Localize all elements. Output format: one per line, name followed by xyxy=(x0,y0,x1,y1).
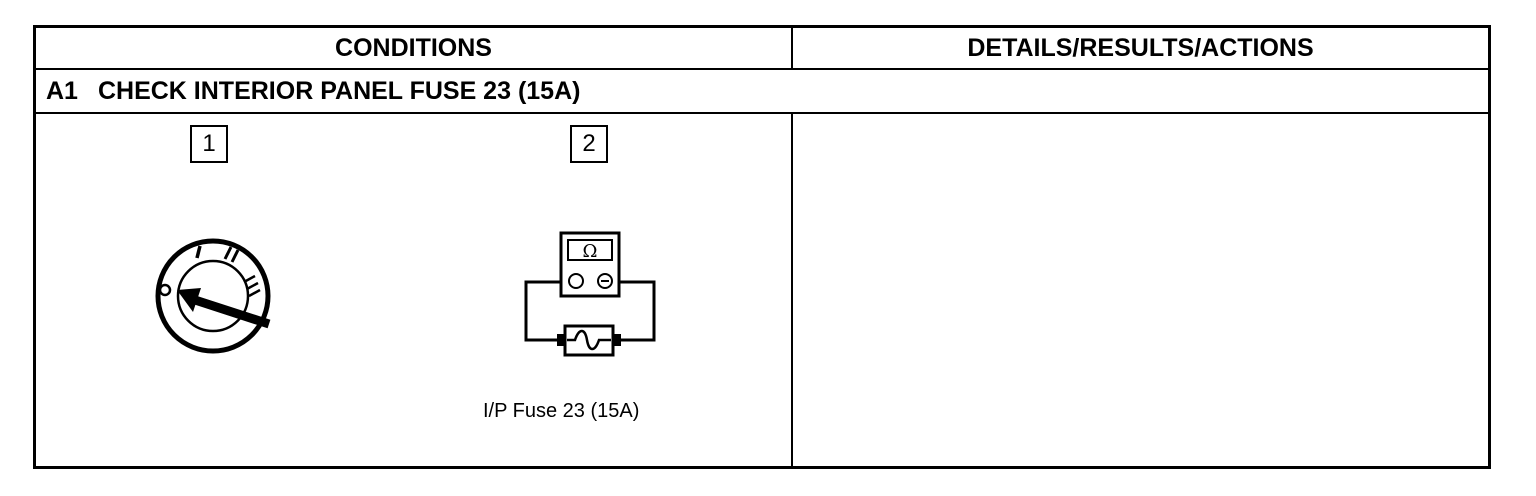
conditions-header: CONDITIONS xyxy=(335,33,492,62)
section-id: A1 xyxy=(46,76,78,105)
section-title: CHECK INTERIOR PANEL FUSE 23 (15A) xyxy=(97,76,581,105)
ohm-symbol: Ω xyxy=(583,241,598,262)
step-number-2: 2 xyxy=(570,125,608,163)
column-divider xyxy=(791,28,793,68)
table-header-row: CONDITIONS DETAILS/RESULTS/ACTIONS xyxy=(36,28,1488,70)
fuse-caption: I/P Fuse 23 (15A) xyxy=(483,400,640,422)
details-header: DETAILS/RESULTS/ACTIONS xyxy=(967,33,1314,62)
column-divider xyxy=(791,114,793,466)
section-title-row: A1 CHECK INTERIOR PANEL FUSE 23 (15A) xyxy=(36,70,1488,114)
step-number-1: 1 xyxy=(190,125,228,163)
diagnostic-table: CONDITIONS DETAILS/RESULTS/ACTIONS A1 CH… xyxy=(33,25,1491,469)
ignition-switch-icon xyxy=(155,238,271,354)
ohmmeter-fuse-icon: Ω xyxy=(524,231,656,357)
